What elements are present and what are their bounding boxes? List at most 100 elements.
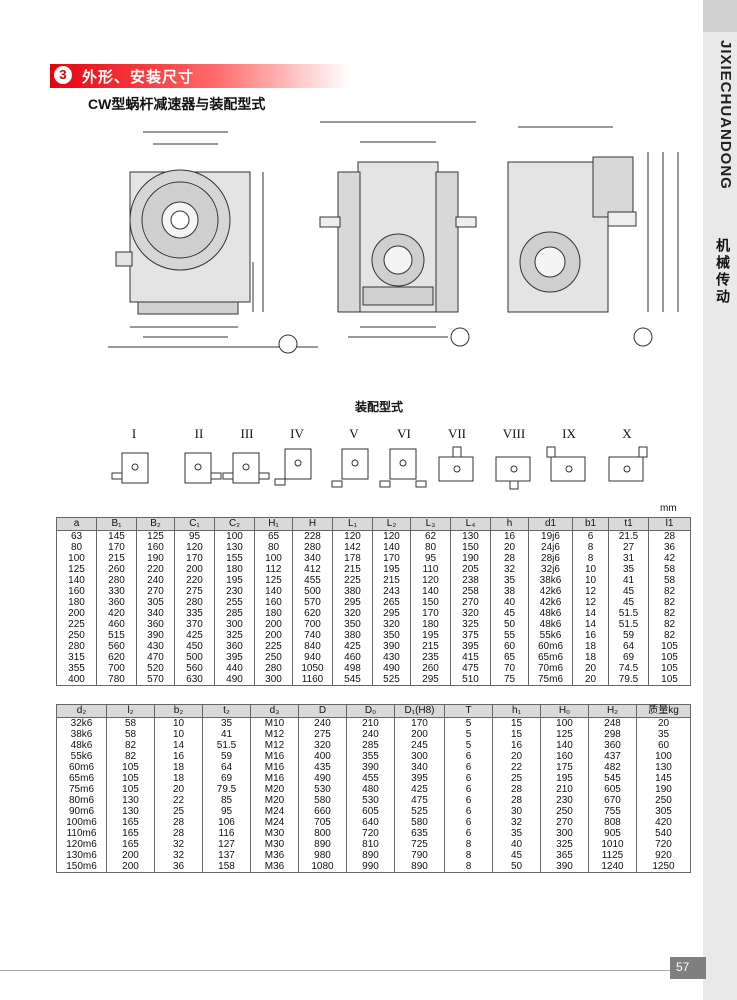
table-cell: 215 [372, 575, 411, 586]
table-cell: 475 [450, 663, 491, 674]
table-cell: 15 [492, 717, 541, 729]
table-cell: 360 [136, 619, 175, 630]
table-cell: 79.5 [202, 784, 251, 795]
table-cell: 58 [648, 575, 691, 586]
table-cell: 140 [540, 740, 589, 751]
table-cell: 20 [492, 751, 541, 762]
table-cell: 350 [332, 619, 373, 630]
table-cell: 250 [540, 806, 589, 817]
table-cell: 400 [56, 674, 97, 686]
assembly-type-4: IV [268, 425, 326, 495]
table-cell: M12 [250, 740, 299, 751]
table-cell: 21.5 [608, 530, 649, 542]
table-cell: 180 [56, 597, 97, 608]
assembly-type-8-diagram [495, 456, 531, 490]
table-cell: 75m6 [56, 784, 107, 795]
table-cell: 482 [588, 762, 637, 773]
table-cell: 10 [572, 575, 609, 586]
table-cell: 500 [174, 652, 215, 663]
table-cell: 380 [332, 586, 373, 597]
table-cell: 100 [214, 530, 255, 542]
assembly-type-7: VII [428, 425, 486, 495]
table-cell: 415 [450, 652, 491, 663]
table-cell: 48k6 [56, 740, 107, 751]
table-cell: 340 [292, 553, 333, 564]
assembly-type-2: II [170, 425, 228, 495]
table-cell: 8 [444, 839, 493, 850]
table-header-cell: C₂ [214, 517, 255, 531]
table-cell: 240 [298, 717, 347, 729]
table-cell: 460 [96, 619, 137, 630]
table-cell: 270 [450, 597, 491, 608]
table-cell: 20 [490, 542, 529, 553]
table-cell: 395 [450, 641, 491, 652]
table-cell: 1250 [636, 861, 691, 873]
assembly-type-label: V [349, 426, 359, 441]
table-cell: 190 [450, 553, 491, 564]
table-cell: 18 [154, 773, 203, 784]
side-tab: JIXIECHUANDONG 机械传动 [703, 0, 737, 1000]
table-cell: 35 [490, 575, 529, 586]
assembly-type-4-diagram [274, 448, 312, 486]
table-header-cell: 质量kg [636, 704, 691, 718]
table-cell: 325 [540, 839, 589, 850]
table-cell: 285 [346, 740, 395, 751]
table-cell: 195 [372, 564, 411, 575]
table-cell: 24j6 [528, 542, 573, 553]
table-cell: 28 [492, 795, 541, 806]
table-header-cell: t1 [608, 517, 649, 531]
table-cell: 105 [106, 773, 155, 784]
table-cell: 260 [96, 564, 137, 575]
table-cell: 16 [490, 530, 529, 542]
table-cell: 700 [292, 619, 333, 630]
table-header-cell: t₂ [202, 704, 251, 718]
table-header-cell: H [292, 517, 333, 531]
table-cell: 500 [292, 586, 333, 597]
table-header-cell: T [444, 704, 493, 718]
table-cell: 720 [346, 828, 395, 839]
table-cell: 8 [572, 553, 609, 564]
table-cell: 200 [394, 729, 445, 740]
table-cell: 28 [648, 530, 691, 542]
footer-rule [0, 970, 670, 971]
table-cell: 720 [636, 839, 691, 850]
table-cell: 920 [636, 850, 691, 861]
table-cell: 320 [332, 608, 373, 619]
table-cell: 1240 [588, 861, 637, 873]
dimension-drawing [108, 121, 679, 354]
table-cell: 137 [202, 850, 251, 861]
table-cell: 225 [332, 575, 373, 586]
table-cell: 150 [450, 542, 491, 553]
table-cell: 455 [346, 773, 395, 784]
table-cell: 14 [154, 740, 203, 751]
table-cell: 670 [588, 795, 637, 806]
table-cell: 215 [96, 553, 137, 564]
table-cell: 70 [490, 663, 529, 674]
table-cell: 63 [56, 530, 97, 542]
table-cell: 55 [490, 630, 529, 641]
table-cell: 130 [106, 806, 155, 817]
table-cell: 62 [410, 530, 451, 542]
table-cell: 298 [588, 729, 637, 740]
table-cell: 390 [372, 641, 411, 652]
table-header-cell: C₁ [174, 517, 215, 531]
table-cell: 243 [372, 586, 411, 597]
table-cell: 140 [254, 586, 293, 597]
assembly-type-2-diagram [184, 452, 222, 484]
table-cell: 100 [540, 717, 589, 729]
table-cell: 38 [490, 586, 529, 597]
table-cell: M20 [250, 784, 299, 795]
table-cell: 14 [572, 619, 609, 630]
assembly-type-9: IX [540, 425, 598, 495]
